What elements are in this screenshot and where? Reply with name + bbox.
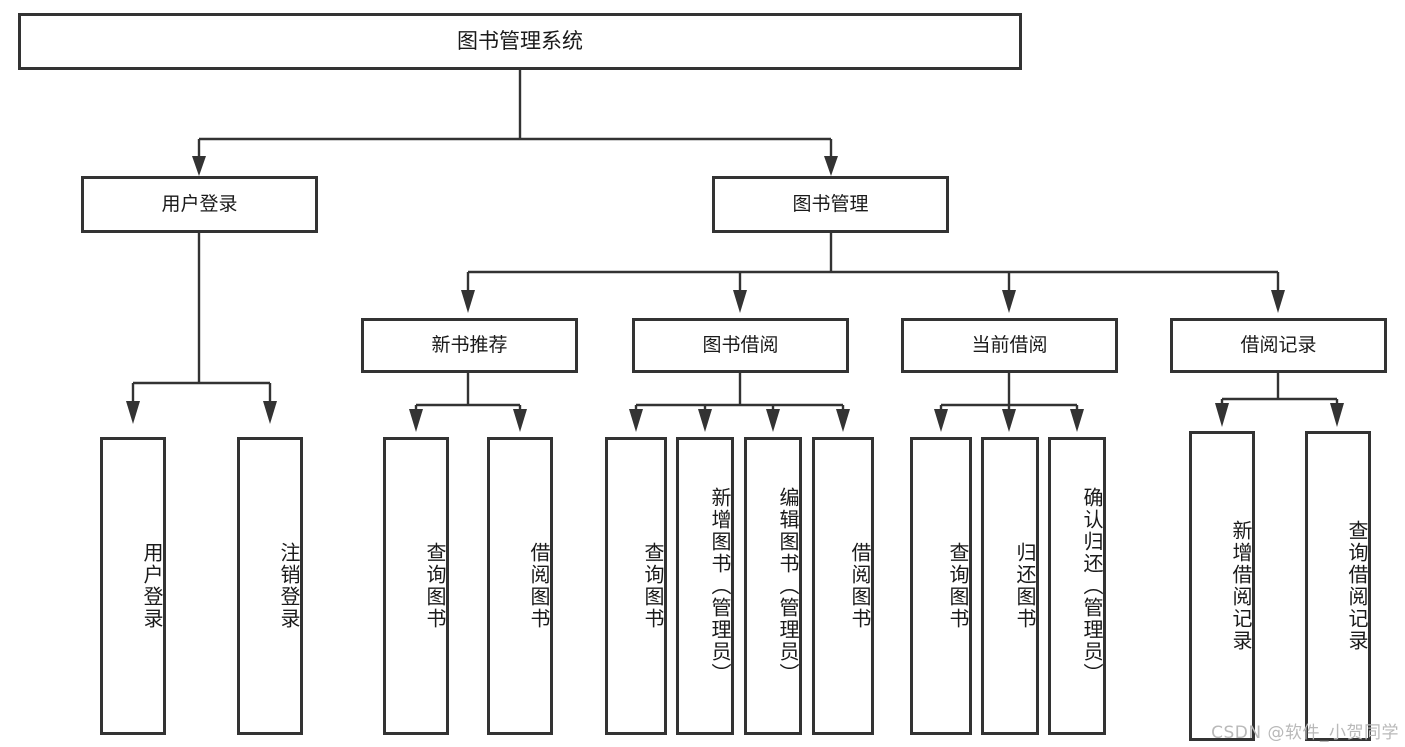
node-label: 图书借阅	[702, 334, 779, 357]
node-label: 用户登录	[140, 542, 164, 630]
node-label: 确认归还（管理员）	[1080, 487, 1104, 685]
leaf-add-borrow-record[interactable]: 新增借阅记录	[1189, 431, 1255, 741]
leaf-query-book-recommend[interactable]: 查询图书	[383, 437, 449, 735]
node-new-book-recommend[interactable]: 新书推荐	[361, 318, 578, 373]
node-label: 借阅图书	[527, 542, 551, 630]
node-label: 当前借阅	[971, 334, 1048, 357]
node-label: 编辑图书（管理员）	[776, 487, 800, 685]
node-label: 归还图书	[1013, 542, 1037, 630]
leaf-query-book-current[interactable]: 查询图书	[910, 437, 972, 735]
node-label: 查询图书	[641, 542, 665, 630]
node-label: 借阅记录	[1240, 334, 1317, 357]
leaf-borrow-book-recommend[interactable]: 借阅图书	[487, 437, 553, 735]
node-label: 新增图书（管理员）	[708, 487, 732, 685]
node-label: 图书管理	[792, 193, 869, 216]
node-user-login[interactable]: 用户登录	[81, 176, 318, 233]
node-label: 新增借阅记录	[1229, 520, 1253, 652]
leaf-user-logout[interactable]: 注销登录	[237, 437, 303, 735]
node-label: 借阅图书	[848, 542, 872, 630]
leaf-edit-book[interactable]: 编辑图书（管理员）	[744, 437, 802, 735]
node-borrow-record[interactable]: 借阅记录	[1170, 318, 1387, 373]
node-root-system[interactable]: 图书管理系统	[18, 13, 1022, 70]
node-label: 查询借阅记录	[1345, 520, 1369, 652]
node-book-borrow[interactable]: 图书借阅	[632, 318, 849, 373]
node-book-manage[interactable]: 图书管理	[712, 176, 949, 233]
leaf-borrow-book-borrow[interactable]: 借阅图书	[812, 437, 874, 735]
node-label: 查询图书	[946, 542, 970, 630]
leaf-return-book[interactable]: 归还图书	[981, 437, 1039, 735]
node-current-borrow[interactable]: 当前借阅	[901, 318, 1118, 373]
node-label: 用户登录	[161, 193, 238, 216]
leaf-query-borrow-record[interactable]: 查询借阅记录	[1305, 431, 1371, 741]
csdn-watermark: CSDN @软件_小贺同学	[1211, 723, 1399, 743]
leaf-confirm-return[interactable]: 确认归还（管理员）	[1048, 437, 1106, 735]
node-label: 图书管理系统	[457, 29, 583, 54]
node-label: 注销登录	[277, 542, 301, 630]
leaf-user-login[interactable]: 用户登录	[100, 437, 166, 735]
leaf-add-book[interactable]: 新增图书（管理员）	[676, 437, 734, 735]
node-label: 新书推荐	[431, 334, 508, 357]
leaf-query-book-borrow[interactable]: 查询图书	[605, 437, 667, 735]
node-label: 查询图书	[423, 542, 447, 630]
